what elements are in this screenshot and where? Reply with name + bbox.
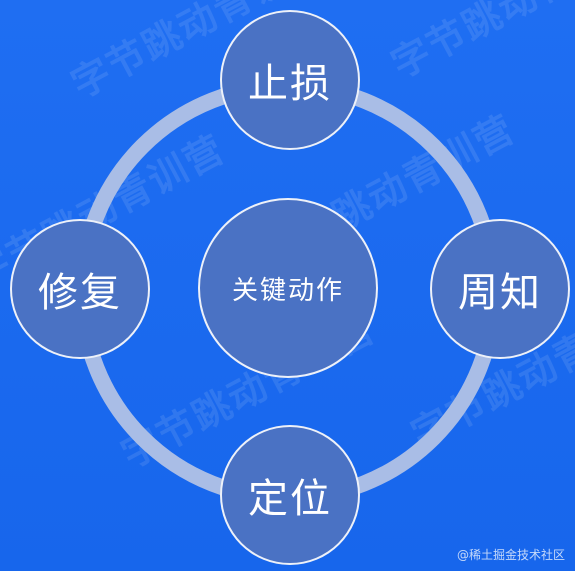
center-node: 关键动作 <box>198 198 378 378</box>
node-top: 止损 <box>220 10 360 150</box>
center-node-label: 关键动作 <box>231 275 344 306</box>
node-left: 修复 <box>10 219 150 359</box>
node-top-label: 止损 <box>248 61 332 107</box>
node-left-label: 修复 <box>38 270 122 316</box>
node-right: 周知 <box>430 219 570 359</box>
node-bottom: 定位 <box>220 425 360 565</box>
node-bottom-label: 定位 <box>248 476 332 522</box>
node-right-label: 周知 <box>458 270 542 316</box>
credit-text: @稀土掘金技术社区 <box>456 548 565 562</box>
